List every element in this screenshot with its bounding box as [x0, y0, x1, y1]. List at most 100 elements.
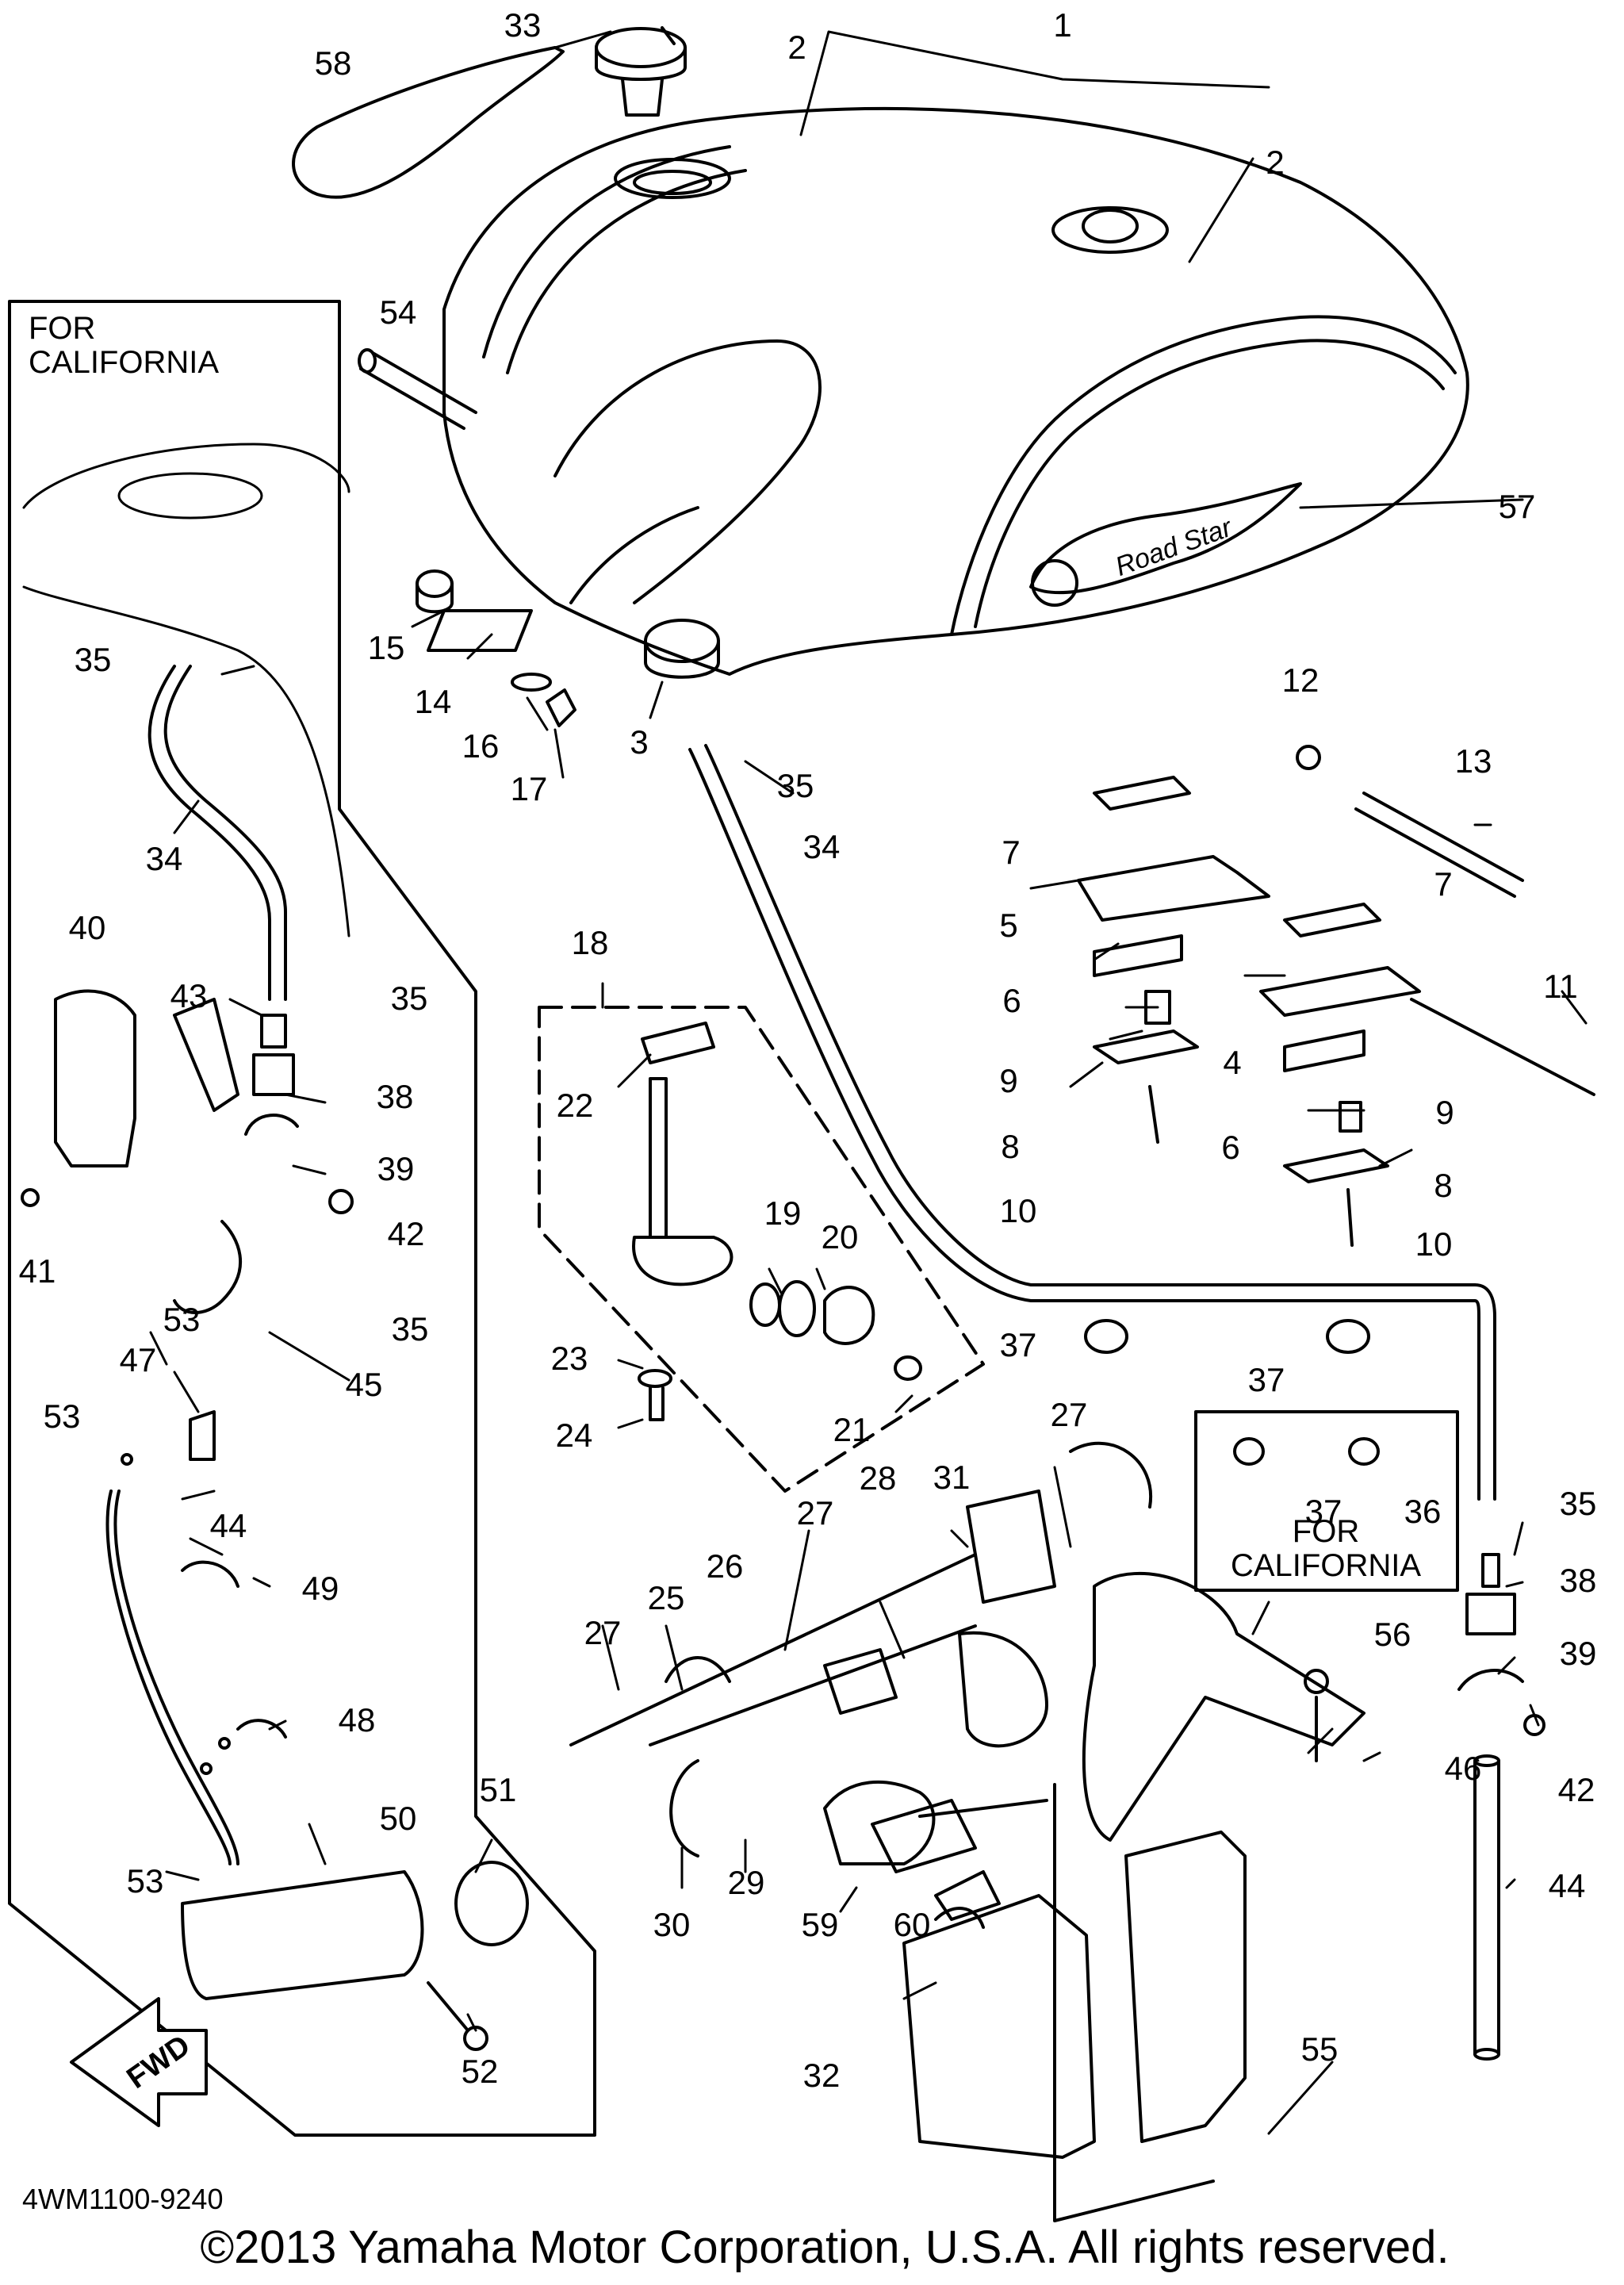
fuel-filter-assembly — [569, 1441, 1153, 1921]
callout-35: 35 — [391, 1310, 429, 1348]
callout-29: 29 — [727, 1864, 765, 1901]
hose-34-right — [688, 744, 1496, 1501]
callout-27: 27 — [584, 1614, 622, 1651]
callout-58: 58 — [314, 44, 352, 82]
callout-23: 23 — [550, 1340, 588, 1377]
callout-46: 46 — [1444, 1750, 1482, 1787]
pipe-54 — [358, 348, 477, 430]
callout-16: 16 — [462, 727, 500, 765]
callout-11: 11 — [1543, 968, 1578, 1005]
callout-36: 36 — [1404, 1493, 1442, 1530]
bracket-55-cover-32 — [902, 1572, 1365, 2222]
nut-12 — [1296, 745, 1321, 770]
callout-38: 38 — [376, 1078, 414, 1115]
callout-3: 3 — [630, 723, 649, 761]
callout-7: 7 — [1002, 834, 1021, 871]
callout-60: 60 — [893, 1906, 931, 1943]
pipe-13 — [1354, 792, 1524, 898]
callout-39: 39 — [377, 1150, 415, 1187]
callout-53: 53 — [163, 1301, 201, 1338]
callout-55: 55 — [1300, 2030, 1339, 2068]
callout-33: 33 — [504, 6, 542, 44]
callout-35: 35 — [776, 767, 814, 804]
callout-8: 8 — [1434, 1167, 1453, 1204]
callout-54: 54 — [379, 293, 417, 331]
callout-5: 5 — [999, 907, 1018, 944]
fwd-arrow-icon — [70, 1997, 208, 2127]
callout-35: 35 — [1559, 1485, 1597, 1522]
callout-51: 51 — [479, 1771, 517, 1808]
california-frame — [8, 300, 596, 2137]
callout-42: 42 — [387, 1215, 425, 1252]
callout-2: 2 — [1266, 144, 1285, 181]
gas-cap — [595, 26, 687, 117]
callout-9: 9 — [1435, 1094, 1454, 1131]
callout-44: 44 — [209, 1507, 247, 1544]
hose-clamps-37 — [1084, 1319, 1380, 1466]
california-caption-inset: FOR CALIFORNIA — [1230, 1514, 1422, 1584]
california-caption-left: FOR CALIFORNIA — [29, 311, 220, 381]
callout-8: 8 — [1001, 1128, 1020, 1165]
callout-39: 39 — [1559, 1635, 1597, 1672]
callout-57: 57 — [1498, 488, 1536, 525]
callout-34: 34 — [802, 828, 841, 865]
petcock-group-18 — [538, 1006, 985, 1493]
callout-12: 12 — [1281, 661, 1320, 699]
callout-41: 41 — [18, 1252, 56, 1290]
callout-10: 10 — [1415, 1225, 1453, 1263]
bracket-parts-upper — [416, 569, 720, 727]
callout-13: 13 — [1454, 742, 1492, 780]
california-tank — [22, 443, 350, 937]
callout-9: 9 — [999, 1062, 1018, 1099]
callout-27: 27 — [1050, 1396, 1088, 1433]
callout-28: 28 — [859, 1459, 897, 1497]
pump-59 — [871, 1799, 985, 1929]
callout-47: 47 — [119, 1341, 157, 1378]
canister-assembly-left — [21, 989, 529, 2051]
callout-6: 6 — [1002, 982, 1021, 1019]
callout-37: 37 — [1304, 1493, 1342, 1530]
callout-25: 25 — [647, 1579, 685, 1616]
callout-24: 24 — [555, 1417, 593, 1454]
callout-14: 14 — [414, 683, 452, 720]
leader-lines — [149, 30, 1588, 2135]
callout-4: 4 — [1223, 1044, 1242, 1081]
petcock-parts — [632, 1022, 922, 1421]
callout-6: 6 — [1221, 1129, 1240, 1166]
callout-19: 19 — [764, 1194, 802, 1232]
callout-34: 34 — [145, 840, 183, 877]
callout-37: 37 — [999, 1326, 1037, 1363]
tank-pad — [292, 46, 565, 199]
callout-44: 44 — [1548, 1867, 1586, 1904]
callout-53: 53 — [43, 1397, 81, 1435]
callout-22: 22 — [556, 1087, 594, 1124]
california-inset-frame — [1194, 1410, 1459, 1592]
callout-1: 1 — [1053, 6, 1072, 44]
tank-mount-brackets — [1077, 776, 1421, 1247]
callout-10: 10 — [999, 1192, 1037, 1229]
road-star-badge — [1029, 482, 1302, 595]
callout-15: 15 — [367, 629, 405, 666]
right-valve-assembly — [1457, 1553, 1545, 2061]
callout-42: 42 — [1557, 1771, 1595, 1808]
callout-18: 18 — [571, 924, 609, 961]
callout-30: 30 — [653, 1906, 691, 1943]
callout-53: 53 — [126, 1862, 164, 1900]
callout-56: 56 — [1373, 1616, 1411, 1653]
callout-50: 50 — [379, 1800, 417, 1837]
callout-32: 32 — [802, 2057, 841, 2094]
callout-35: 35 — [74, 641, 112, 678]
callout-40: 40 — [68, 909, 106, 946]
callout-38: 38 — [1559, 1562, 1597, 1599]
callout-37: 37 — [1247, 1361, 1285, 1398]
callout-52: 52 — [461, 2053, 499, 2090]
callout-43: 43 — [170, 977, 208, 1014]
callout-20: 20 — [821, 1218, 859, 1256]
callout-26: 26 — [706, 1547, 744, 1585]
callout-7: 7 — [1434, 865, 1453, 903]
hose-34-left — [147, 665, 287, 1001]
bolt-11 — [1410, 998, 1595, 1096]
callout-2: 2 — [787, 29, 806, 66]
callout-27: 27 — [796, 1494, 834, 1532]
